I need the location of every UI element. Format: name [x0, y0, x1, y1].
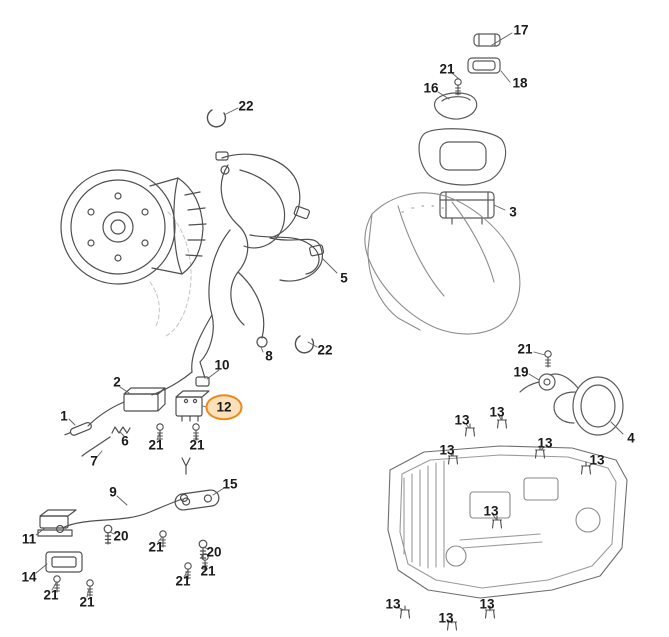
- console-assembly-drawing: [418, 33, 507, 225]
- callout-7[interactable]: 7: [90, 453, 98, 469]
- callout-21[interactable]: 21: [189, 437, 205, 453]
- callout-21[interactable]: 21: [148, 539, 164, 555]
- wiring-harness-drawing: [151, 151, 325, 396]
- chassis-drawing: [387, 445, 628, 599]
- callout-13[interactable]: 13: [479, 596, 495, 612]
- callout-16[interactable]: 16: [423, 80, 439, 96]
- callout-19[interactable]: 19: [513, 364, 529, 380]
- callout-21[interactable]: 21: [175, 573, 191, 589]
- callout-14[interactable]: 14: [21, 569, 37, 585]
- callout-13[interactable]: 13: [454, 412, 470, 428]
- engine-drawing: [60, 169, 207, 285]
- motor-drawing: [519, 373, 624, 436]
- callout-2[interactable]: 2: [113, 374, 121, 390]
- callout-1[interactable]: 1: [60, 408, 68, 424]
- callout-22[interactable]: 22: [317, 342, 333, 358]
- callout-13[interactable]: 13: [439, 442, 455, 458]
- leader-lines: [35, 32, 624, 624]
- callout-20[interactable]: 20: [113, 528, 129, 544]
- callout-5[interactable]: 5: [340, 270, 348, 286]
- callout-13[interactable]: 13: [489, 404, 505, 420]
- callout-6[interactable]: 6: [121, 433, 129, 449]
- callout-17[interactable]: 17: [513, 22, 529, 38]
- callout-11[interactable]: 11: [21, 531, 37, 547]
- callout-9[interactable]: 9: [109, 484, 117, 500]
- callout-21[interactable]: 21: [439, 61, 455, 77]
- callout-20[interactable]: 20: [206, 544, 222, 560]
- callout-13[interactable]: 13: [483, 503, 499, 519]
- callout-10[interactable]: 10: [214, 357, 230, 373]
- callout-13[interactable]: 13: [537, 435, 553, 451]
- callout-4[interactable]: 4: [627, 430, 635, 446]
- callout-highlighted-12[interactable]: 12: [205, 394, 243, 420]
- callout-13[interactable]: 13: [385, 596, 401, 612]
- body-panel-drawing: [364, 192, 521, 335]
- callout-15[interactable]: 15: [222, 476, 238, 492]
- callout-8[interactable]: 8: [265, 348, 273, 364]
- callout-13[interactable]: 13: [589, 452, 605, 468]
- callout-22[interactable]: 22: [238, 98, 254, 114]
- callout-13[interactable]: 13: [438, 610, 454, 626]
- callout-21[interactable]: 21: [79, 594, 95, 610]
- callout-18[interactable]: 18: [512, 75, 528, 91]
- callout-3[interactable]: 3: [509, 204, 517, 220]
- circlip-drawing: [206, 109, 315, 354]
- callout-21[interactable]: 21: [517, 341, 533, 357]
- small-parts-drawing: [37, 387, 220, 573]
- callout-21[interactable]: 21: [43, 587, 59, 603]
- callout-21[interactable]: 21: [148, 437, 164, 453]
- ghost-outline: [149, 211, 192, 337]
- callout-21[interactable]: 21: [200, 563, 216, 579]
